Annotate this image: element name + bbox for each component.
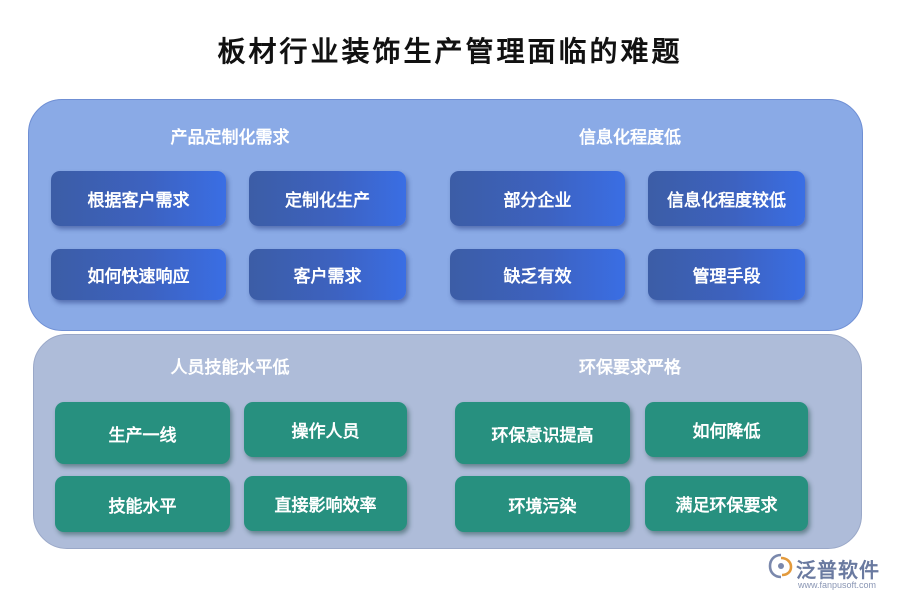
group-title-customization: 产品定制化需求 — [170, 128, 290, 148]
box-customer-demand: 客户需求 — [249, 249, 406, 300]
box-lack-effective: 缺乏有效 — [450, 249, 625, 300]
box-env-pollution: 环境污染 — [455, 476, 630, 532]
group-title-informatization: 信息化程度低 — [579, 128, 681, 148]
box-management-means: 管理手段 — [648, 249, 805, 300]
box-affect-efficiency: 直接影响效率 — [244, 476, 407, 531]
page-title: 板材行业装饰生产管理面临的难题 — [217, 35, 683, 68]
box-quick-response: 如何快速响应 — [51, 249, 226, 300]
box-env-awareness: 环保意识提高 — [455, 402, 630, 464]
brand-logo: 泛普软件 www.fanpusoft.com — [768, 553, 893, 595]
box-skill-level: 技能水平 — [55, 476, 230, 532]
brand-url: www.fanpusoft.com — [798, 580, 877, 590]
group-title-skill-level: 人员技能水平低 — [170, 358, 290, 378]
box-customer-needs: 根据客户需求 — [51, 171, 226, 226]
box-meet-env-requirements: 满足环保要求 — [645, 476, 808, 531]
box-low-informatization: 信息化程度较低 — [648, 171, 805, 226]
group-title-environmental: 环保要求严格 — [579, 358, 681, 378]
box-custom-production: 定制化生产 — [249, 171, 406, 226]
box-front-line: 生产一线 — [55, 402, 230, 464]
box-operators: 操作人员 — [244, 402, 407, 457]
brand-name: 泛普软件 — [796, 558, 880, 582]
box-some-enterprises: 部分企业 — [450, 171, 625, 226]
box-how-reduce: 如何降低 — [645, 402, 808, 457]
fanpu-logo-icon — [768, 553, 793, 579]
